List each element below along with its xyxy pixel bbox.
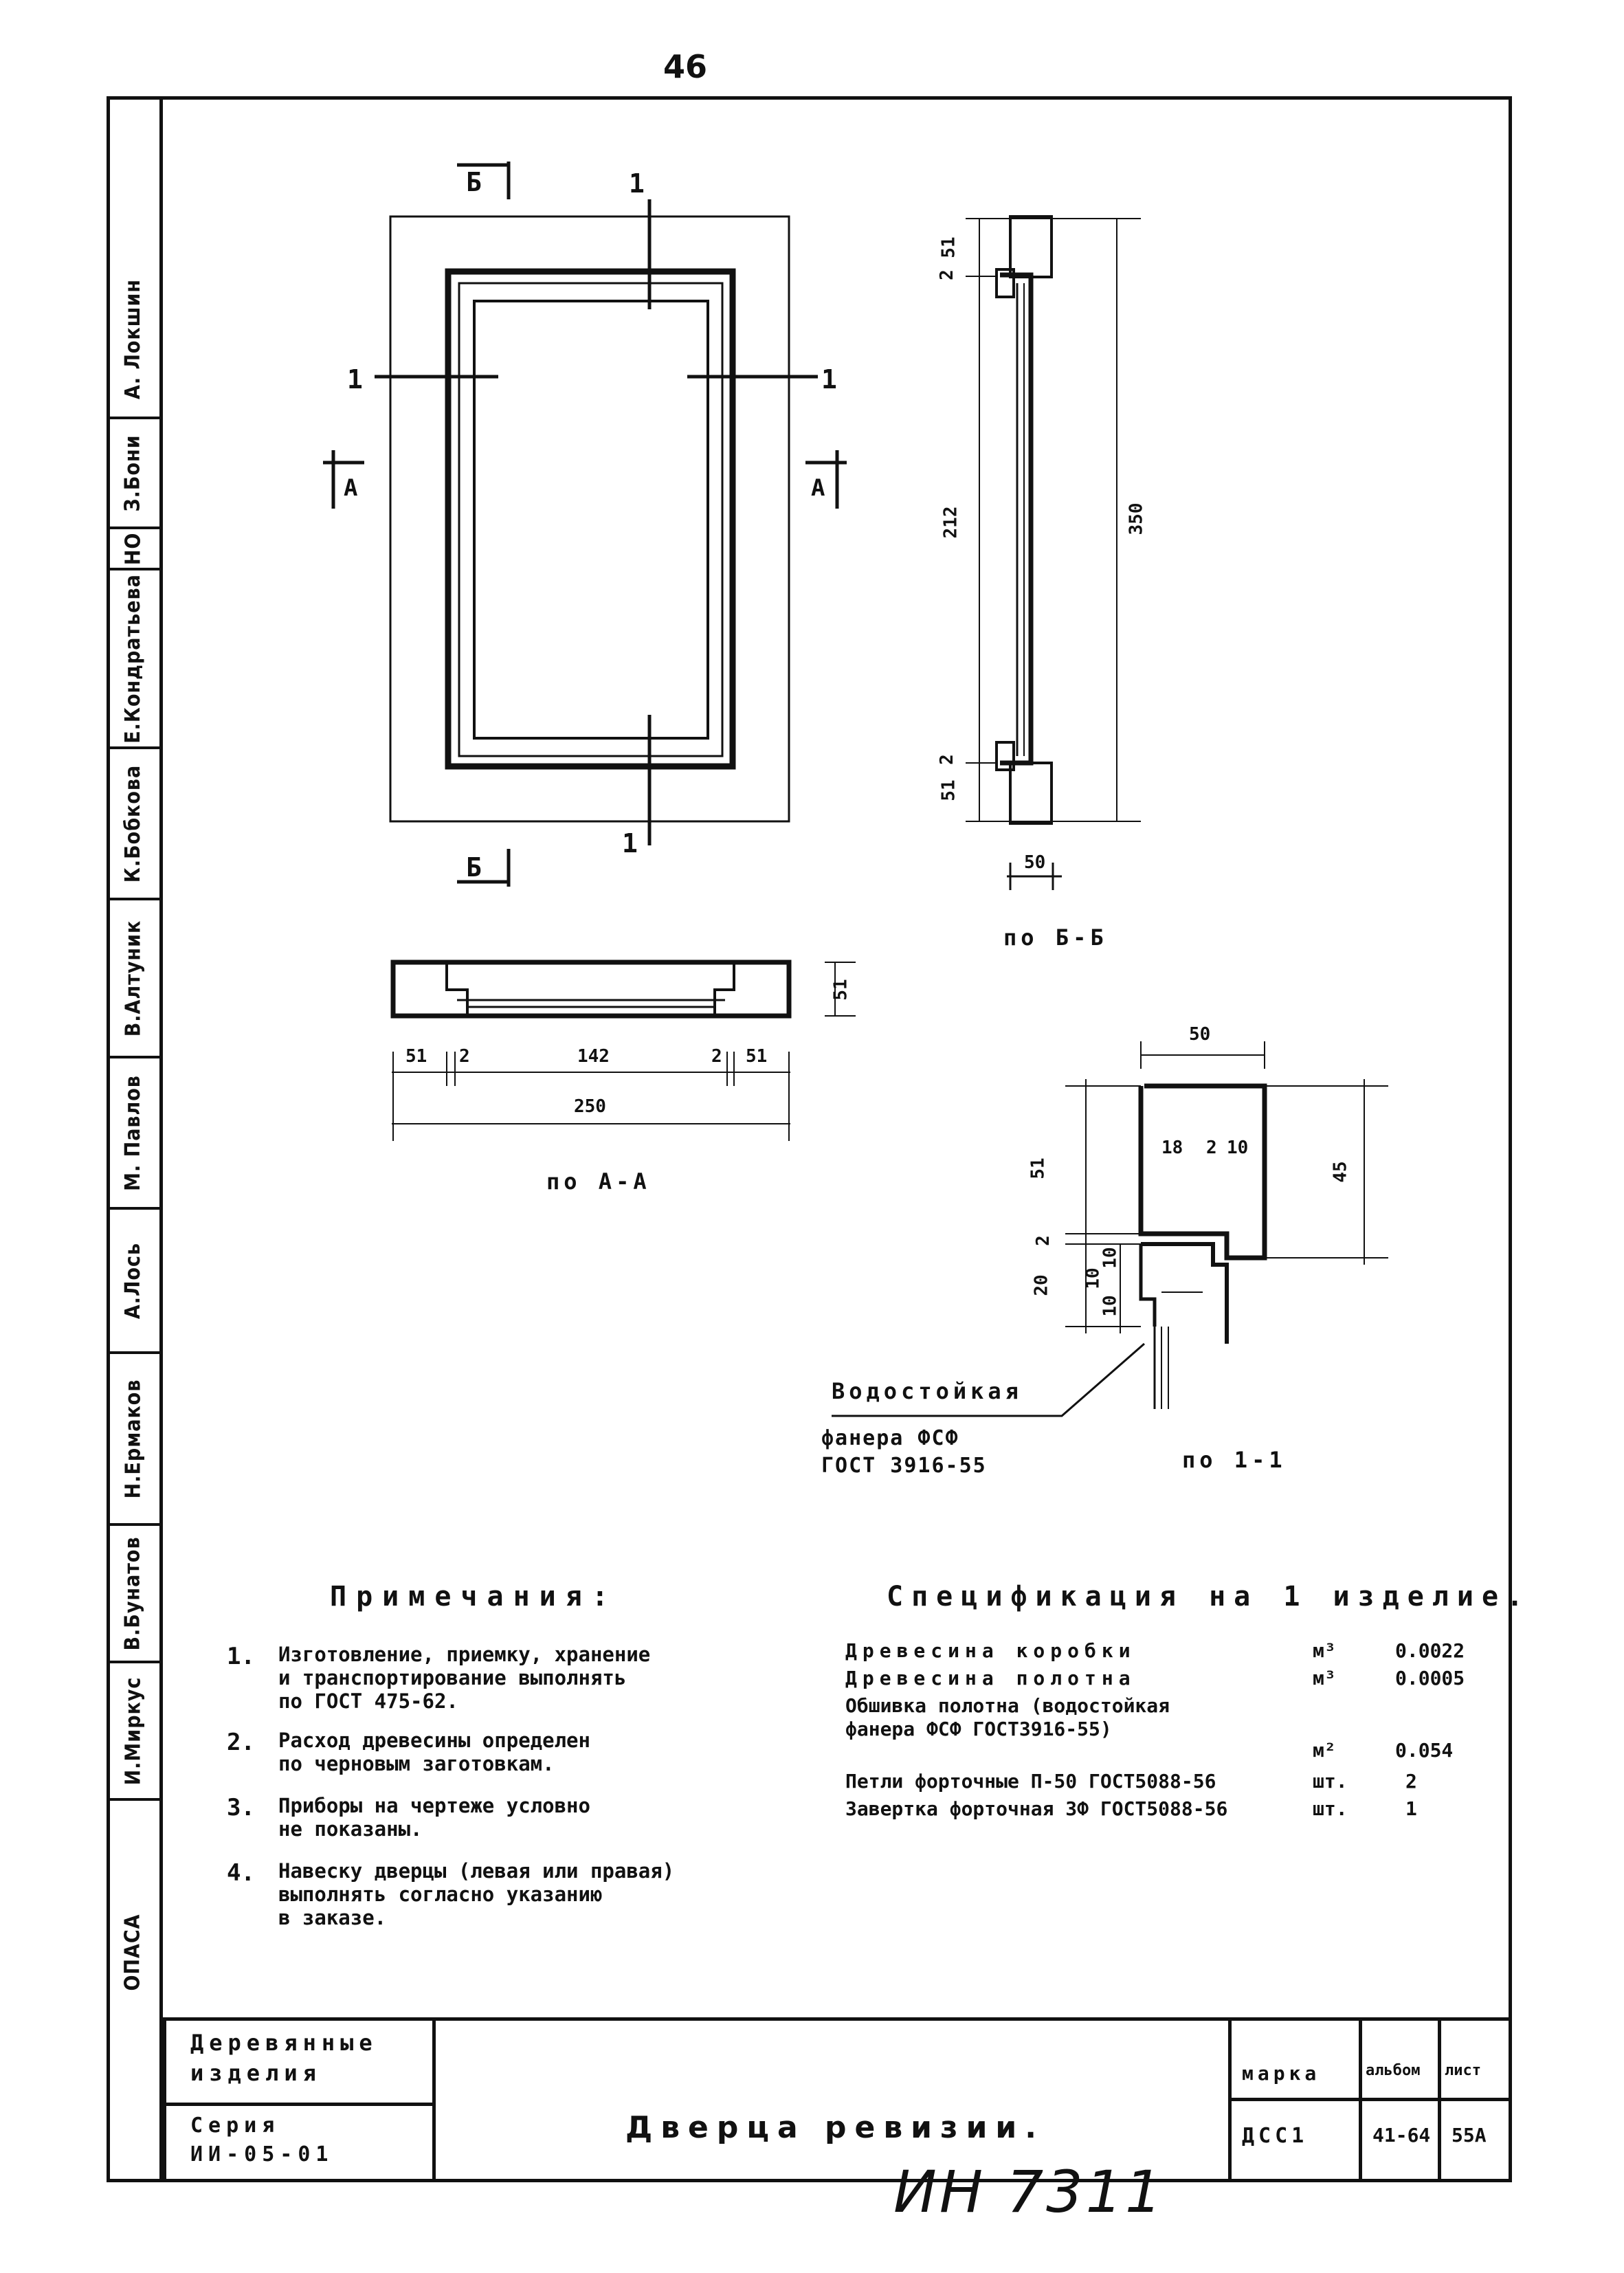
plan-dim-51-height: 51 bbox=[830, 979, 852, 1001]
handwritten-code: ИН 7311 bbox=[893, 2158, 1165, 2226]
detail-dim-50: 50 bbox=[1189, 1024, 1211, 1045]
spec-name-3: Обшивка полотна (водостойкая фанера ФСФ … bbox=[845, 1694, 1170, 1740]
plywood-label-line2: фанера ФСФ bbox=[821, 1426, 959, 1450]
notes-title: Примечания: bbox=[330, 1581, 618, 1612]
section-mark-1-right: 1 bbox=[821, 364, 837, 395]
plywood-label-line3: ГОСТ 3916-55 bbox=[821, 1454, 987, 1478]
plan-dim-2-right: 2 bbox=[711, 1046, 722, 1067]
note-number-1: 1. bbox=[227, 1643, 255, 1670]
note-text-2: Расход древесины определен по черновым з… bbox=[278, 1729, 590, 1775]
title-block-category: Деревянные изделия bbox=[166, 2021, 436, 2106]
section-mark-1-top: 1 bbox=[629, 168, 645, 199]
section-mark-1-left: 1 bbox=[347, 364, 363, 395]
spec-qty-1: 0.0022 bbox=[1395, 1639, 1465, 1662]
spec-unit-2: м³ bbox=[1313, 1667, 1336, 1689]
front-leaf-outline bbox=[445, 268, 736, 770]
detail-view-caption: по 1-1 bbox=[1182, 1447, 1287, 1473]
section-mark-b-bottom: Б bbox=[466, 852, 482, 883]
strip-cell-mirkus: И.Миркус bbox=[107, 1663, 159, 1801]
plan-dim-250: 250 bbox=[574, 1096, 606, 1117]
album-value: 41-64 bbox=[1372, 2124, 1431, 2147]
plan-view-caption: по А-А bbox=[546, 1168, 651, 1195]
plan-dim-142: 142 bbox=[577, 1046, 610, 1067]
plan-dim-51-right: 51 bbox=[746, 1046, 768, 1067]
strip-cell-altunik: В.Алтуник bbox=[107, 900, 159, 1058]
note-text-1: Изготовление, приемку, хранение и трансп… bbox=[278, 1643, 651, 1713]
detail-dim-10-c: 10 bbox=[1100, 1295, 1121, 1317]
side-dim-51-top: 51 bbox=[938, 236, 959, 258]
spec-unit-4: шт. bbox=[1313, 1770, 1348, 1793]
side-dim-50: 50 bbox=[1024, 852, 1046, 873]
strip-cell-kondratyeva: Е.Кондратьева bbox=[107, 570, 159, 749]
note-number-4: 4. bbox=[227, 1859, 255, 1887]
note-text-3: Приборы на чертеже условно не показаны. bbox=[278, 1794, 590, 1841]
spec-qty-2: 0.0005 bbox=[1395, 1667, 1465, 1689]
drawing-title: Дверца ревизии. bbox=[625, 2110, 1045, 2145]
sheet-label: лист bbox=[1445, 2062, 1481, 2079]
marka-value: ДСС1 bbox=[1242, 2124, 1309, 2148]
strip-cell-pavlov: М. Павлов bbox=[107, 1058, 159, 1210]
detail-dim-10-a: 10 bbox=[1082, 1267, 1104, 1289]
plywood-label-line1: Водостойкая bbox=[832, 1378, 1023, 1404]
title-block: Деревянные изделия Серия ИИ-05-01 марка … bbox=[163, 2017, 1512, 2182]
spec-name-5: Завертка форточная ЗФ ГОСТ5088-56 bbox=[845, 1797, 1228, 1820]
detail-dim-18: 18 bbox=[1161, 1138, 1183, 1158]
marka-label: марка bbox=[1242, 2062, 1321, 2085]
spec-title: Спецификация на 1 изделие. bbox=[887, 1581, 1532, 1612]
spec-name-1: Древесина коробки bbox=[845, 1639, 1136, 1662]
page-number: 46 bbox=[663, 48, 708, 85]
detail-dim-51: 51 bbox=[1027, 1157, 1049, 1179]
spec-unit-5: шт. bbox=[1313, 1797, 1348, 1820]
strip-cell-bunatov: В.Бунатов bbox=[107, 1526, 159, 1663]
detail-dim-45: 45 bbox=[1330, 1161, 1351, 1183]
detail-dim-10-b: 10 bbox=[1100, 1247, 1121, 1269]
spec-name-2: Древесина полотна bbox=[845, 1667, 1136, 1689]
spec-name-4: Петли форточные П-50 ГОСТ5088-56 bbox=[845, 1770, 1216, 1793]
side-view-caption: по Б-Б bbox=[1003, 924, 1108, 951]
strip-cell-bobkova: К.Бобкова bbox=[107, 749, 159, 900]
series-text: Серия ИИ-05-01 bbox=[190, 2114, 334, 2166]
category-text: Деревянные изделия bbox=[190, 2030, 378, 2086]
note-number-2: 2. bbox=[227, 1729, 255, 1756]
side-dim-2-top: 2 bbox=[936, 269, 957, 280]
strip-cell-lokshin: А. Локшин bbox=[107, 261, 159, 419]
note-text-4: Навеску дверцы (левая или правая) выполн… bbox=[278, 1859, 675, 1929]
title-block-series: Серия ИИ-05-01 bbox=[166, 2106, 436, 2179]
strip-cell-boni: З.Бони bbox=[107, 419, 159, 529]
strip-cell-no: НО bbox=[107, 529, 159, 570]
spec-qty-3: 0.054 bbox=[1395, 1739, 1454, 1762]
note-number-3: 3. bbox=[227, 1794, 255, 1821]
side-dim-212: 212 bbox=[940, 506, 961, 539]
strip-cell-los: А.Лось bbox=[107, 1210, 159, 1354]
spec-unit-1: м³ bbox=[1313, 1639, 1336, 1662]
side-dim-350: 350 bbox=[1126, 502, 1147, 535]
spec-unit-3: м² bbox=[1313, 1739, 1336, 1762]
sheet-value: 55А bbox=[1451, 2124, 1487, 2147]
section-mark-a-right: А bbox=[811, 474, 825, 502]
section-mark-b-top: Б bbox=[466, 167, 482, 197]
spec-qty-5: 1 bbox=[1405, 1797, 1417, 1820]
detail-dim-2: 2 bbox=[1032, 1235, 1054, 1246]
front-outer-frame bbox=[389, 215, 790, 823]
side-dim-2-bottom: 2 bbox=[936, 754, 957, 765]
plan-dim-51-left: 51 bbox=[405, 1046, 427, 1067]
section-mark-1-bottom: 1 bbox=[622, 828, 638, 858]
side-dim-51-bottom: 51 bbox=[938, 779, 959, 801]
side-stamp-strip: А. Локшин З.Бони НО Е.Кондратьева К.Бобк… bbox=[107, 96, 163, 2182]
detail-dim-2-inner: 2 bbox=[1206, 1138, 1217, 1158]
section-mark-a-left: А bbox=[344, 474, 358, 502]
detail-dim-20: 20 bbox=[1031, 1274, 1052, 1296]
spec-qty-4: 2 bbox=[1405, 1770, 1417, 1793]
strip-cell-ermakov: Н.Ермаков bbox=[107, 1354, 159, 1526]
detail-dim-10-inner: 10 bbox=[1227, 1138, 1249, 1158]
plan-dim-2-left: 2 bbox=[459, 1046, 470, 1067]
album-label: альбом bbox=[1366, 2062, 1421, 2079]
